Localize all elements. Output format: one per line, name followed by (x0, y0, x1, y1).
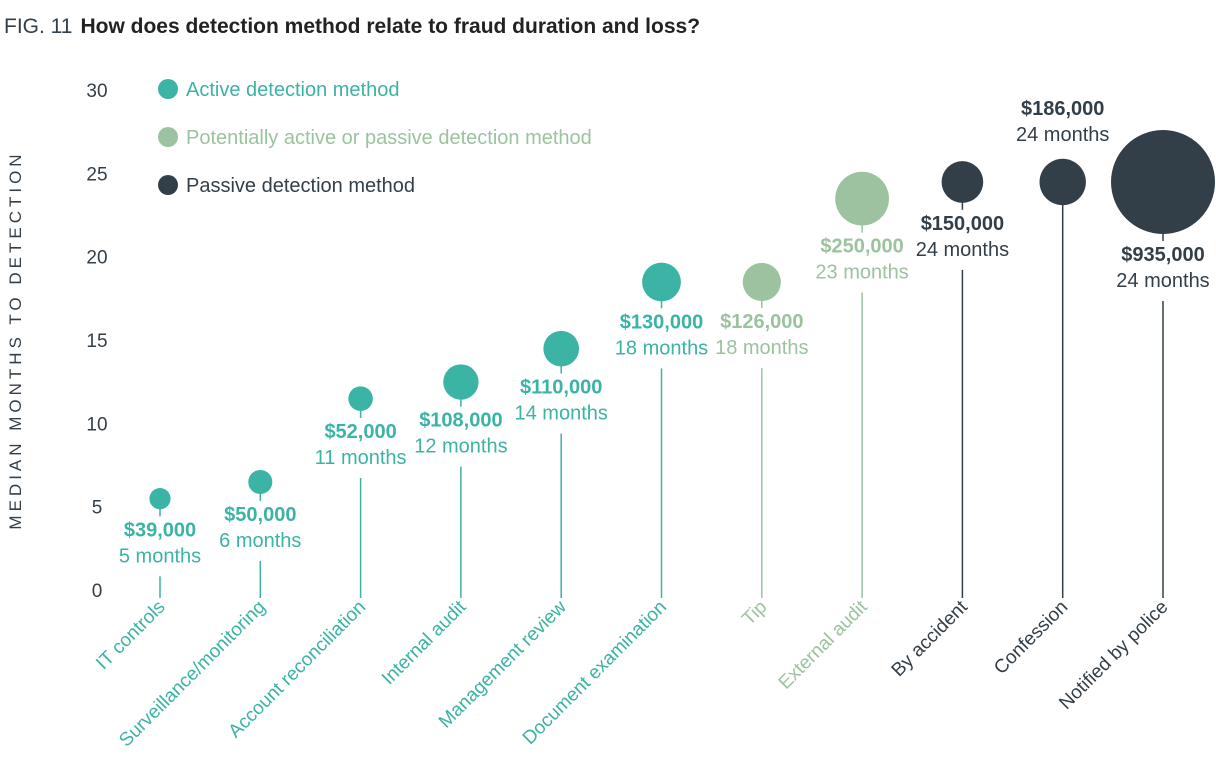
bubble (348, 386, 373, 411)
bubble (248, 469, 273, 495)
months-label: 12 months (414, 436, 507, 458)
months-label: 18 months (715, 337, 808, 359)
loss-label: $50,000 (224, 504, 296, 526)
y-tick-label: 20 (86, 248, 107, 269)
months-label: 24 months (916, 239, 1009, 261)
legend-label-active: Active detection method (186, 79, 399, 101)
months-label: 24 months (1016, 124, 1109, 146)
legend-swatch-mixed (158, 127, 178, 147)
category-label: Confession (990, 597, 1072, 679)
months-label: 14 months (515, 403, 608, 425)
y-tick-label: 30 (86, 81, 107, 102)
bubble (1039, 158, 1086, 206)
loss-label: $108,000 (419, 410, 502, 432)
bubble (941, 161, 984, 203)
loss-label: $250,000 (820, 236, 903, 258)
months-label: 18 months (615, 337, 708, 359)
y-tick-label: 10 (86, 414, 107, 435)
legend-label-passive: Passive detection method (186, 175, 415, 197)
y-axis-title: MEDIAN MONTHS TO DETECTION (6, 150, 25, 529)
category-label: Notified by police (1055, 597, 1172, 714)
months-label: 5 months (119, 545, 201, 567)
bubble (543, 330, 580, 367)
months-label: 6 months (219, 530, 301, 552)
loss-label: $126,000 (720, 311, 803, 333)
loss-label: $39,000 (124, 519, 196, 541)
y-axis-ticks: 0 5 10 15 20 25 30 (86, 81, 107, 602)
category-label: Tip (738, 597, 771, 630)
months-label: 23 months (815, 262, 908, 284)
legend-swatch-passive (158, 175, 178, 195)
months-label: 11 months (315, 447, 407, 469)
loss-label: $130,000 (620, 311, 703, 333)
y-tick-label: 0 (92, 581, 103, 602)
category-label: By accident (888, 596, 973, 681)
bubble (642, 262, 681, 302)
bubble (742, 262, 781, 302)
bubble (443, 364, 479, 400)
category-label: IT controls (92, 597, 169, 674)
data-point: $39,000 5 months IT controls (92, 488, 201, 674)
loss-label: $935,000 (1121, 244, 1204, 266)
y-tick-label: 25 (86, 164, 107, 185)
bubble (835, 171, 889, 226)
figure-number: FIG. 11 (4, 15, 72, 38)
chart-title: How does detection method relate to frau… (80, 15, 700, 38)
category-label: External audit (775, 596, 873, 694)
data-point: $150,000 24 months By accident (888, 161, 1009, 681)
category-label: Internal audit (378, 596, 471, 689)
bubble (1111, 130, 1215, 234)
legend-swatch-active (158, 79, 178, 99)
months-label: 24 months (1116, 270, 1209, 292)
loss-label: $110,000 (520, 377, 602, 399)
loss-label: $186,000 (1021, 98, 1104, 120)
loss-label: $52,000 (324, 421, 396, 443)
y-tick-label: 15 (86, 331, 107, 352)
bubble (149, 488, 171, 510)
y-tick-label: 5 (92, 498, 103, 519)
loss-label: $150,000 (921, 213, 1004, 235)
legend-label-mixed: Potentially active or passive detection … (186, 127, 592, 149)
